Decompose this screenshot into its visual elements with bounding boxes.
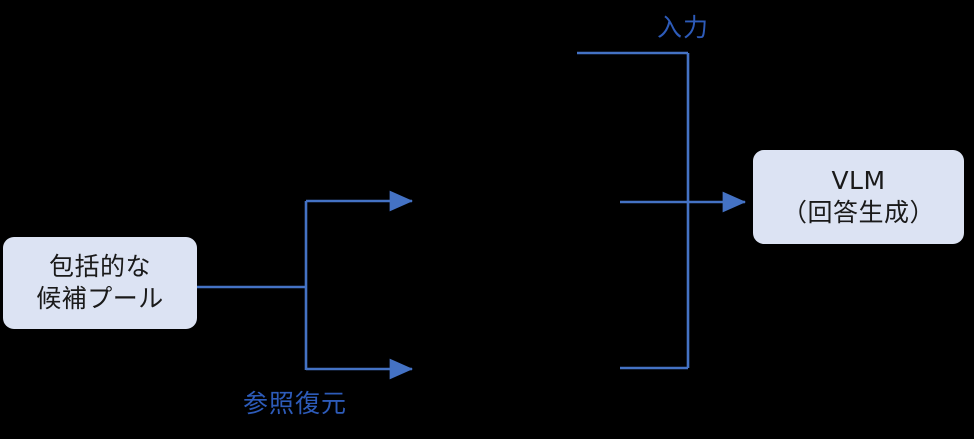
edge-label-input: 入力 <box>657 13 710 42</box>
edge-label-reference-restore: 参照復元 <box>243 389 348 418</box>
node-candidate-pool-line1: 包括的な <box>48 252 151 281</box>
node-vlm-line2: （回答生成） <box>781 198 935 227</box>
node-candidate-pool-line2: 候補プール <box>36 284 164 313</box>
node-candidate-pool[interactable]: 包括的な 候補プール <box>3 237 197 329</box>
node-vlm[interactable]: VLM （回答生成） <box>753 150 964 244</box>
node-vlm-line1: VLM <box>831 166 886 195</box>
